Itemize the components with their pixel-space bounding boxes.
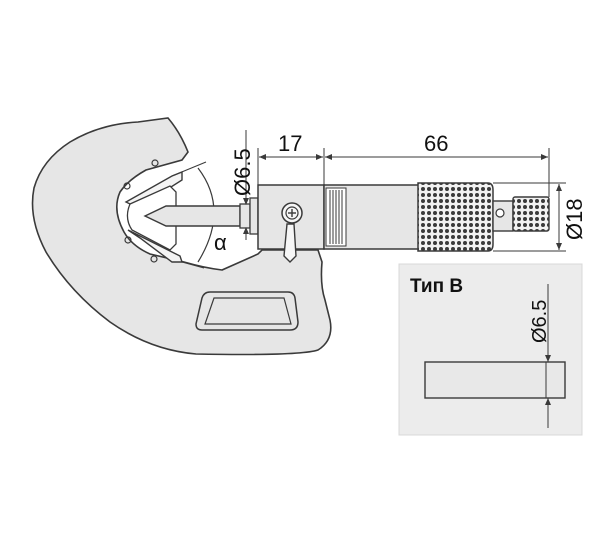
- spindle-collar: [239, 203, 251, 229]
- lock-lever: [283, 223, 297, 263]
- dim-arrowhead: [545, 355, 551, 362]
- dim-label-head-length: 17: [278, 131, 302, 156]
- frame-window: [195, 291, 299, 331]
- inset-dim-label: Ø6.5: [529, 300, 551, 343]
- ratchet-pin: [495, 208, 505, 218]
- dim-arrowhead: [545, 398, 551, 405]
- thimble-knurled: [417, 182, 494, 252]
- screw-hole: [124, 236, 132, 244]
- dim-arrowhead: [243, 198, 249, 205]
- dim-arrowhead: [316, 154, 323, 160]
- v-anvil-lower: [127, 229, 183, 263]
- screw-hole: [150, 255, 158, 263]
- dim-label-thimble-diameter: Ø18: [562, 198, 587, 240]
- dim-arrowhead: [556, 184, 562, 191]
- screw-hole: [151, 159, 159, 167]
- dim-arrowhead: [243, 227, 249, 234]
- inset-spindle: [424, 361, 566, 399]
- dim-arrowhead: [259, 154, 266, 160]
- dim-label-throat: Ø6.5: [230, 148, 255, 196]
- dim-arrowhead: [541, 154, 548, 160]
- sleeve-scale-ticks: [329, 190, 343, 244]
- spindle: [143, 205, 241, 227]
- angle-leader-lower: [181, 261, 205, 269]
- inset-panel: [398, 263, 583, 436]
- angle-leader-upper: [171, 161, 207, 177]
- spindle-collar-ring: [249, 197, 259, 235]
- frame-window-inner: [204, 297, 292, 325]
- dim-arrowhead: [325, 154, 332, 160]
- dim-arrowhead: [556, 243, 562, 250]
- screw-hole: [123, 182, 131, 190]
- dim-label-body-length: 66: [424, 131, 448, 156]
- inset-title: Тип B: [410, 276, 463, 297]
- ratchet-knob: [512, 196, 550, 232]
- lock-screw-inner: [285, 206, 299, 220]
- angle-label: α: [214, 230, 227, 255]
